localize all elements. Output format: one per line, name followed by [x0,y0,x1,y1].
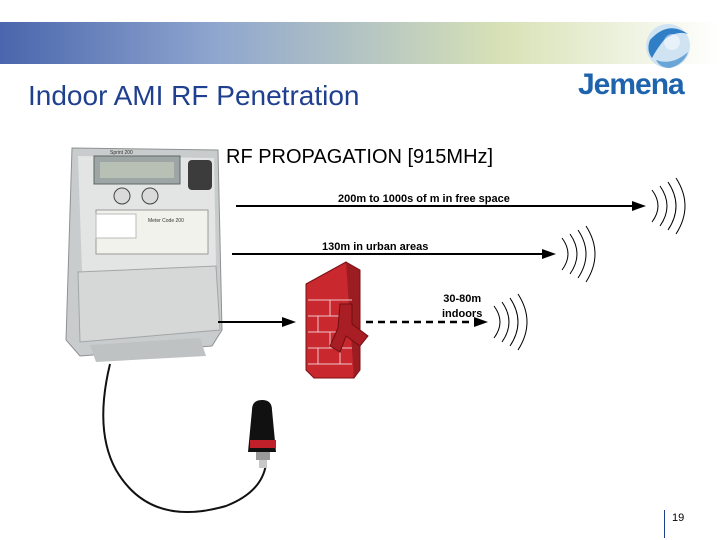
rf-propagation-heading: RF PROPAGATION [915MHz] [226,146,493,169]
free-space-label: 200m to 1000s of m in free space [338,193,510,205]
urban-label: 130m in urban areas [322,241,428,253]
meter-code-text: Meter Code 200 [148,218,184,224]
page-number: 19 [672,512,684,524]
brick-wall-icon [306,262,368,378]
meter-to-wall-arrowhead [282,317,296,327]
free-space-waves-icon [652,178,685,234]
indoors-label-line2: indoors [442,307,482,322]
page-number-divider [664,510,665,538]
globe-logo-icon [646,24,690,68]
electric-meter-icon [66,148,222,362]
antenna-icon [248,400,276,468]
jemena-logo-text: Jemena [578,68,684,102]
urban-waves-icon [562,226,595,282]
indoors-label: 30-80m indoors [442,292,482,322]
free-space-arrowhead [632,201,646,211]
antenna-cable [103,364,266,512]
meter-model-text: Sprint 200 [110,150,133,156]
indoors-label-line1: 30-80m [442,292,482,307]
urban-arrowhead [542,249,556,259]
indoor-waves-icon [494,294,527,350]
